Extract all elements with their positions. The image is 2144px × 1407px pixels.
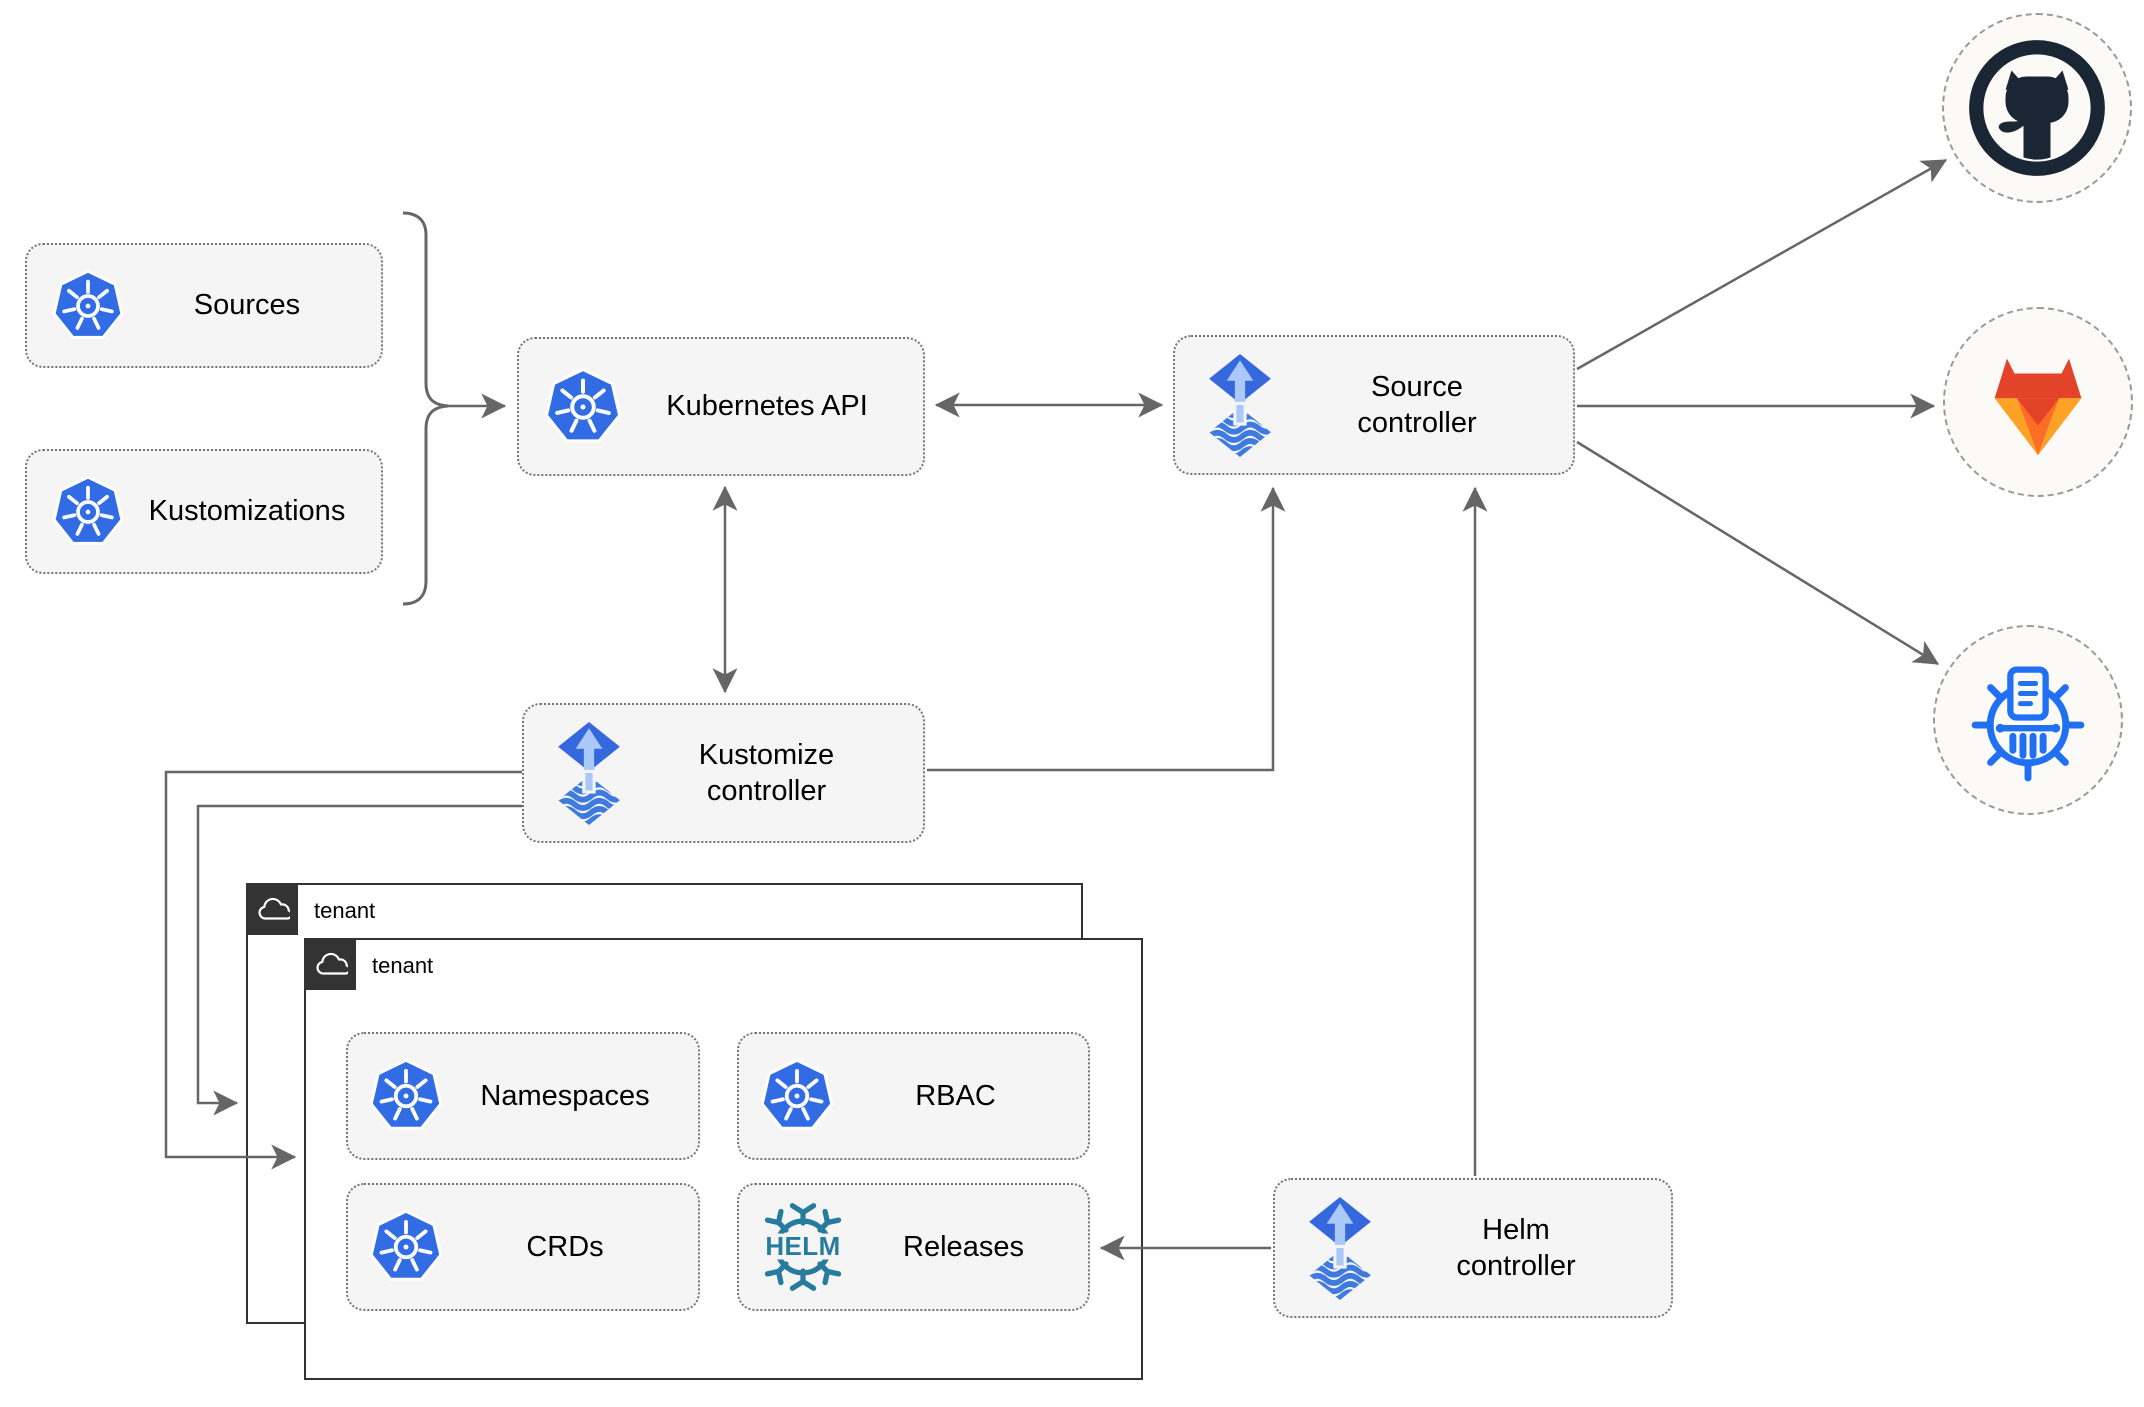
node-rbac: RBAC: [737, 1032, 1090, 1160]
cloud-icon: [316, 952, 348, 975]
chartmuseum-icon: [1971, 666, 2085, 782]
node-label: Kustomize controller: [698, 738, 835, 807]
node-label: Kustomizations: [148, 495, 346, 528]
tenant-header: [304, 938, 356, 990]
node-label: Kubernetes API: [666, 390, 868, 423]
tenant-label: tenant: [372, 953, 434, 978]
node-kustomize-controller: Kustomize controller: [522, 703, 925, 843]
kubernetes-icon: [760, 1058, 834, 1131]
kubernetes-icon: [52, 268, 124, 339]
endpoint-gitlab: [1943, 307, 2133, 497]
helm-wheel-icon: HELM: [764, 1203, 842, 1291]
node-kustomizations: Kustomizations: [25, 449, 383, 574]
node-label: Sources: [193, 289, 301, 322]
kubernetes-icon: [52, 474, 124, 545]
node-crds: CRDs: [346, 1183, 700, 1311]
endpoint-chartmuseum: [1933, 625, 2123, 815]
flux-controller-icon: [556, 720, 622, 827]
edge-source-to-chartmuseum: [1576, 440, 1940, 666]
node-label: CRDs: [526, 1230, 604, 1263]
tenant-header: [246, 883, 298, 935]
node-label: Namespaces: [480, 1079, 650, 1112]
kubernetes-icon: [369, 1209, 443, 1282]
flux-controller-icon: [1207, 352, 1273, 459]
node-sources: Sources: [25, 243, 383, 368]
group-brace: [402, 211, 449, 606]
kubernetes-icon: [369, 1058, 443, 1131]
endpoint-github: [1942, 13, 2132, 203]
github-octocat-icon: [1969, 40, 2105, 176]
node-label: Helm controller: [1456, 1213, 1576, 1282]
node-releases: HELM Releases: [737, 1183, 1090, 1311]
node-namespaces: Namespaces: [346, 1032, 700, 1160]
node-label: Source controller: [1357, 370, 1477, 439]
edge-source-to-github: [1576, 158, 1948, 371]
node-source-controller: Source controller: [1173, 335, 1575, 475]
node-kubernetes-api: Kubernetes API: [517, 337, 925, 476]
cloud-icon: [258, 897, 290, 920]
flux-controller-icon: [1307, 1195, 1373, 1302]
node-helm-controller: Helm controller: [1273, 1178, 1673, 1318]
tenant-label: tenant: [314, 898, 376, 923]
node-label: Releases: [903, 1230, 1024, 1263]
gitlab-tanuki-icon: [1994, 358, 2082, 456]
node-label: RBAC: [915, 1079, 996, 1112]
kubernetes-icon: [544, 366, 622, 443]
edge-kustomize-to-source: [927, 486, 1286, 772]
helm-logo-text: HELM: [765, 1233, 840, 1261]
